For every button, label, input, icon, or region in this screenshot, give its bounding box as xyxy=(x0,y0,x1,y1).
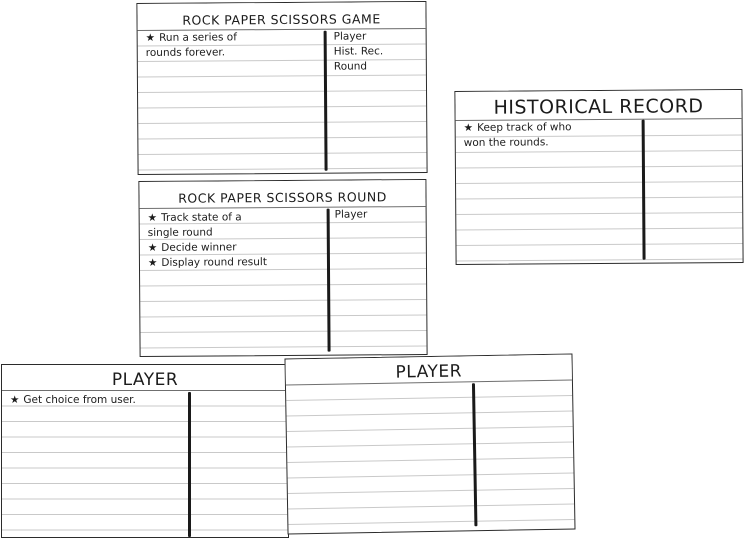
card-title: ROCK PAPER SCISSORS ROUND xyxy=(139,180,426,209)
crc-card-round[interactable]: ROCK PAPER SCISSORS ROUND ★Track state o… xyxy=(138,178,428,358)
bullet-star-icon: ★ xyxy=(147,256,158,269)
card-divider xyxy=(471,383,477,527)
bullet-star-icon: ★ xyxy=(463,121,474,134)
collaborator-item: Hist. Rec. xyxy=(333,45,384,58)
responsibility-item: ★Display round result xyxy=(147,256,268,269)
bullet-star-icon: ★ xyxy=(147,241,158,254)
card-divider xyxy=(188,392,191,537)
bullet-star-icon: ★ xyxy=(145,31,156,44)
collaborator-item: Player xyxy=(334,208,368,221)
card-title: HISTORICAL RECORD xyxy=(455,90,742,121)
responsibility-item-continued: rounds forever. xyxy=(145,46,226,59)
card-title: PLAYER xyxy=(285,354,572,386)
bullet-star-icon: ★ xyxy=(10,394,20,406)
collaborator-item: Player xyxy=(333,30,367,43)
responsibility-item-continued: won the rounds. xyxy=(463,136,549,149)
responsibilities-list: ★Run a series of rounds forever. xyxy=(146,30,237,61)
responsibility-item: ★Keep track of who xyxy=(463,121,572,134)
card-divider xyxy=(641,119,646,260)
responsibilities-list: ★Get choice from user. xyxy=(10,393,136,408)
crc-card-game[interactable]: ROCK PAPER SCISSORS GAME ★Run a series o… xyxy=(136,0,428,176)
card-title: PLAYER xyxy=(2,365,288,391)
collaborator-item: Round xyxy=(333,60,368,73)
responsibility-item-continued: single round xyxy=(147,226,213,239)
card-title: ROCK PAPER SCISSORS GAME xyxy=(137,1,426,32)
responsibility-item: ★Decide winner xyxy=(147,241,237,254)
bullet-star-icon: ★ xyxy=(147,211,158,224)
collaborators-list: Player xyxy=(335,207,368,222)
crc-card-historical-record[interactable]: HISTORICAL RECORD ★Keep track of who won… xyxy=(454,88,744,266)
card-divider xyxy=(326,208,331,352)
responsibility-item: ★Get choice from user. xyxy=(10,394,136,406)
responsibilities-list: ★Keep track of who won the rounds. xyxy=(464,120,572,151)
crc-card-player-empty[interactable]: PLAYER xyxy=(284,353,576,535)
collaborators-list: Player Hist. Rec. Round xyxy=(334,29,384,74)
responsibility-item: ★Track state of a xyxy=(147,211,242,224)
card-divider xyxy=(323,30,328,171)
responsibility-item: ★Run a series of xyxy=(145,31,237,44)
responsibilities-list: ★Track state of a single round ★Decide w… xyxy=(148,210,267,271)
crc-card-player-filled[interactable]: PLAYER ★Get choice from user. xyxy=(1,364,289,538)
